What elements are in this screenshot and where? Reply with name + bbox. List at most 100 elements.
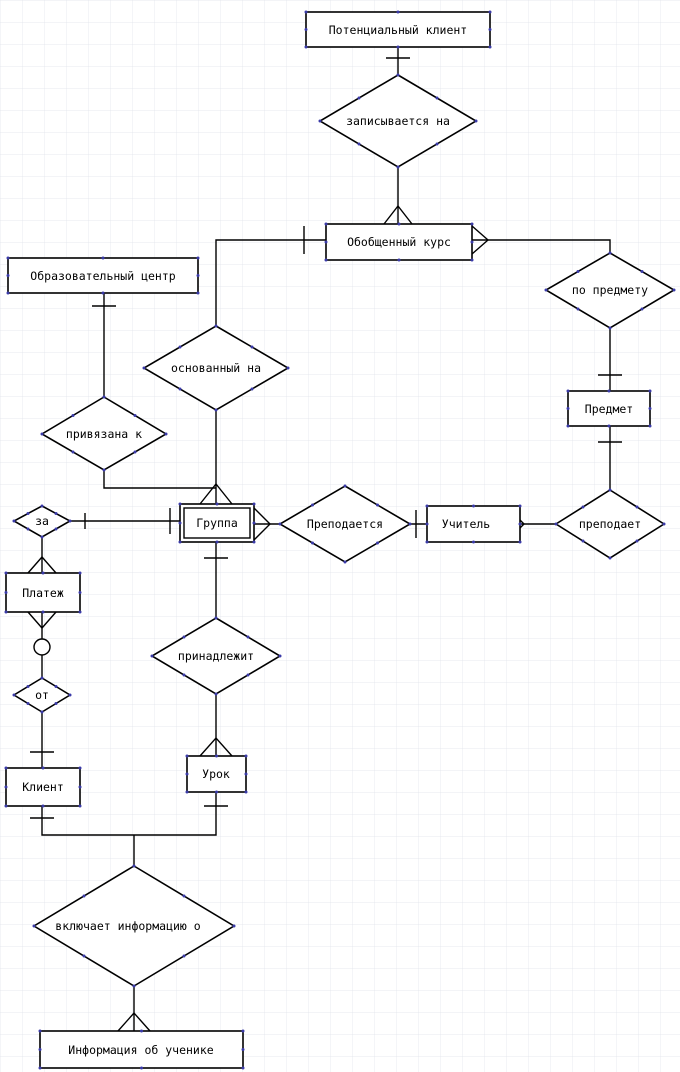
anchor-point: [435, 142, 439, 146]
anchor-point: [182, 894, 186, 898]
anchor-point: [472, 540, 475, 544]
anchor-point: [324, 240, 328, 244]
anchor-point: [488, 28, 492, 31]
anchor-point: [396, 10, 400, 14]
entity-potential-client[interactable]: Потенциальный клиент: [305, 11, 491, 48]
anchor-point: [246, 673, 250, 677]
anchor-point: [343, 484, 347, 488]
relationship-label: за: [35, 514, 49, 528]
anchor-point: [396, 73, 400, 77]
anchor-point: [640, 270, 644, 273]
anchor-point: [182, 635, 186, 639]
anchor-point: [40, 710, 44, 714]
anchor-point: [32, 924, 36, 928]
anchor-point: [488, 10, 492, 14]
relationship-label: привязана к: [66, 427, 142, 441]
anchor-point: [71, 450, 75, 454]
anchor-point: [178, 540, 182, 544]
anchor-point: [397, 258, 401, 262]
anchor-point: [40, 535, 44, 539]
anchor-point: [102, 468, 106, 472]
anchor-point: [182, 673, 186, 677]
anchor-point: [304, 28, 308, 31]
anchor-point: [214, 324, 218, 328]
anchor-point: [425, 540, 429, 544]
anchor-point: [185, 772, 189, 776]
anchor-point: [252, 521, 256, 525]
relationship-label: преподает: [579, 517, 641, 531]
entity-client[interactable]: Клиент: [5, 767, 81, 807]
anchor-point: [68, 693, 72, 697]
anchor-point: [215, 790, 218, 794]
entity-label: Платеж: [22, 586, 64, 600]
anchor-point: [133, 414, 137, 417]
line-course-based-on: [215, 239, 326, 326]
entity-student-info[interactable]: Информация об ученике: [39, 1030, 244, 1069]
entity-label: Предмет: [585, 402, 633, 416]
anchor-point: [215, 754, 218, 758]
anchor-point: [278, 654, 282, 658]
entity-teacher[interactable]: Учитель: [426, 505, 521, 543]
anchor-point: [185, 754, 189, 758]
anchor-point: [40, 676, 44, 680]
anchor-point: [132, 864, 136, 868]
anchor-point: [396, 165, 400, 169]
anchor-point: [324, 222, 328, 226]
relationship-label: Преподается: [307, 517, 383, 531]
anchor-point: [41, 804, 45, 808]
anchor-point: [12, 519, 16, 523]
line-bound-to-group: [103, 470, 216, 489]
anchor-point: [40, 432, 44, 436]
anchor-point: [133, 450, 137, 454]
anchor-point: [425, 504, 429, 508]
anchor-point: [357, 96, 361, 100]
relationship-label: от: [35, 688, 49, 702]
anchor-point: [278, 522, 282, 526]
relationship-label: по предмету: [572, 283, 648, 297]
anchor-point: [178, 521, 182, 525]
entity-edu-center[interactable]: Образовательный центр: [7, 257, 199, 294]
anchor-point: [472, 504, 475, 508]
anchor-point: [635, 505, 639, 509]
entity-payment[interactable]: Платеж: [5, 572, 81, 613]
anchor-point: [250, 345, 254, 349]
entity-generic-course[interactable]: Обобщенный курс: [325, 223, 473, 261]
anchor-point: [78, 804, 82, 808]
anchor-point: [140, 1066, 143, 1070]
anchor-point: [581, 539, 585, 543]
anchor-point: [4, 804, 8, 808]
anchor-point: [640, 307, 644, 311]
anchor-point: [142, 366, 146, 370]
anchor-point: [4, 610, 8, 614]
marker-crows-foot: [27, 555, 57, 574]
entity-label: Информация об ученике: [68, 1043, 213, 1057]
marker-crows-foot: [383, 204, 413, 225]
anchor-point: [286, 366, 290, 370]
anchor-point: [608, 556, 612, 560]
anchor-points: [4, 10, 676, 1070]
anchor-point: [608, 488, 612, 492]
anchor-point: [241, 1048, 245, 1051]
entity-lesson[interactable]: Урок: [186, 755, 247, 793]
anchor-point: [648, 407, 652, 410]
relationship-label: принадлежит: [178, 649, 254, 663]
anchor-point: [252, 502, 256, 506]
anchor-point: [357, 142, 361, 146]
anchor-point: [6, 274, 10, 277]
anchor-point: [68, 519, 72, 523]
entity-group[interactable]: Группа: [179, 503, 255, 543]
anchor-point: [581, 505, 585, 509]
anchor-point: [343, 560, 347, 564]
relationship-label: включает информацию о: [55, 919, 200, 933]
entity-subject[interactable]: Предмет: [567, 390, 651, 427]
anchor-point: [662, 522, 666, 526]
anchor-point: [178, 502, 182, 506]
anchor-point: [26, 702, 30, 705]
anchor-point: [78, 785, 82, 789]
anchor-point: [518, 522, 522, 526]
anchor-point: [635, 539, 639, 543]
anchor-point: [608, 251, 612, 255]
anchor-point: [164, 432, 168, 436]
entity-label: Учитель: [442, 517, 491, 531]
